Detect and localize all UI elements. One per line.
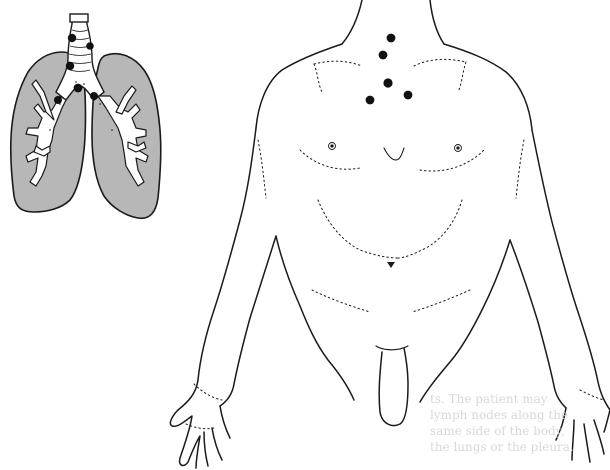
lymph-node	[86, 42, 94, 50]
lymph-node	[379, 51, 388, 60]
right-arm-outer	[532, 130, 610, 410]
lymph-node	[404, 91, 413, 100]
neck-left	[342, 0, 362, 44]
lymph-node	[383, 78, 392, 87]
genitalia	[379, 348, 408, 426]
lymph-node	[74, 84, 83, 93]
bleed-line: the lungs or the pleura.	[430, 440, 574, 455]
lymph-node	[387, 34, 396, 43]
left-nipple	[329, 143, 336, 150]
left-arm-outer	[178, 128, 256, 410]
bleed-line: lymph nodes along the	[430, 408, 568, 423]
left-torso-side	[276, 236, 354, 400]
right-torso-side	[420, 240, 510, 402]
lymph-node	[90, 92, 98, 100]
lymph-node	[66, 62, 74, 70]
lymph-node	[54, 96, 62, 104]
bleed-line: ts. The patient may	[430, 392, 548, 407]
neck-lymph-nodes	[366, 34, 413, 105]
bleed-line: same side of the body,	[430, 424, 565, 439]
right-nipple	[455, 145, 462, 152]
neck-right	[430, 0, 444, 44]
lymph-node	[68, 34, 76, 42]
lung-inset	[11, 14, 161, 218]
left-shoulder	[256, 44, 342, 128]
lymph-node	[366, 96, 375, 105]
right-shoulder	[444, 44, 532, 130]
contour-lines	[186, 59, 604, 428]
navel	[387, 262, 395, 268]
left-hand	[170, 406, 230, 468]
right-arm-inner	[510, 240, 566, 408]
